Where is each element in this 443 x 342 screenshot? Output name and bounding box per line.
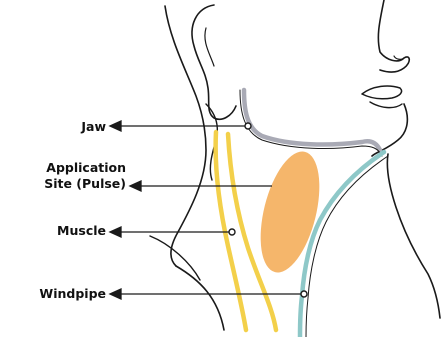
application-site-ellipse [250,146,330,279]
muscle-label: Muscle [57,223,106,239]
windpipe-pointer-dot [301,291,307,297]
windpipe-arrowhead [110,289,121,299]
application-site-label-line1: Application [6,160,126,176]
jaw-label: Jaw [81,119,106,135]
application-site-label: Application Site (Pulse) [6,160,126,192]
muscle-arrowhead [110,227,121,237]
ear-inner [205,28,214,66]
lower-lip [370,102,402,108]
neck-back-outline [176,266,224,330]
jaw-arrowhead [110,121,121,131]
jaw-pointer-dot [245,123,251,129]
application-site-label-line2: Site (Pulse) [6,176,126,192]
windpipe-label: Windpipe [39,286,106,302]
neck-back-outline-lower [150,236,200,280]
muscle-pointer-dot [229,229,235,235]
nostril [394,56,404,59]
face-profile-outline [378,0,409,72]
upper-lip [362,86,402,99]
head-back-outline [165,6,206,266]
application-site-arrowhead [130,181,141,191]
neck-front-outline [387,154,440,318]
